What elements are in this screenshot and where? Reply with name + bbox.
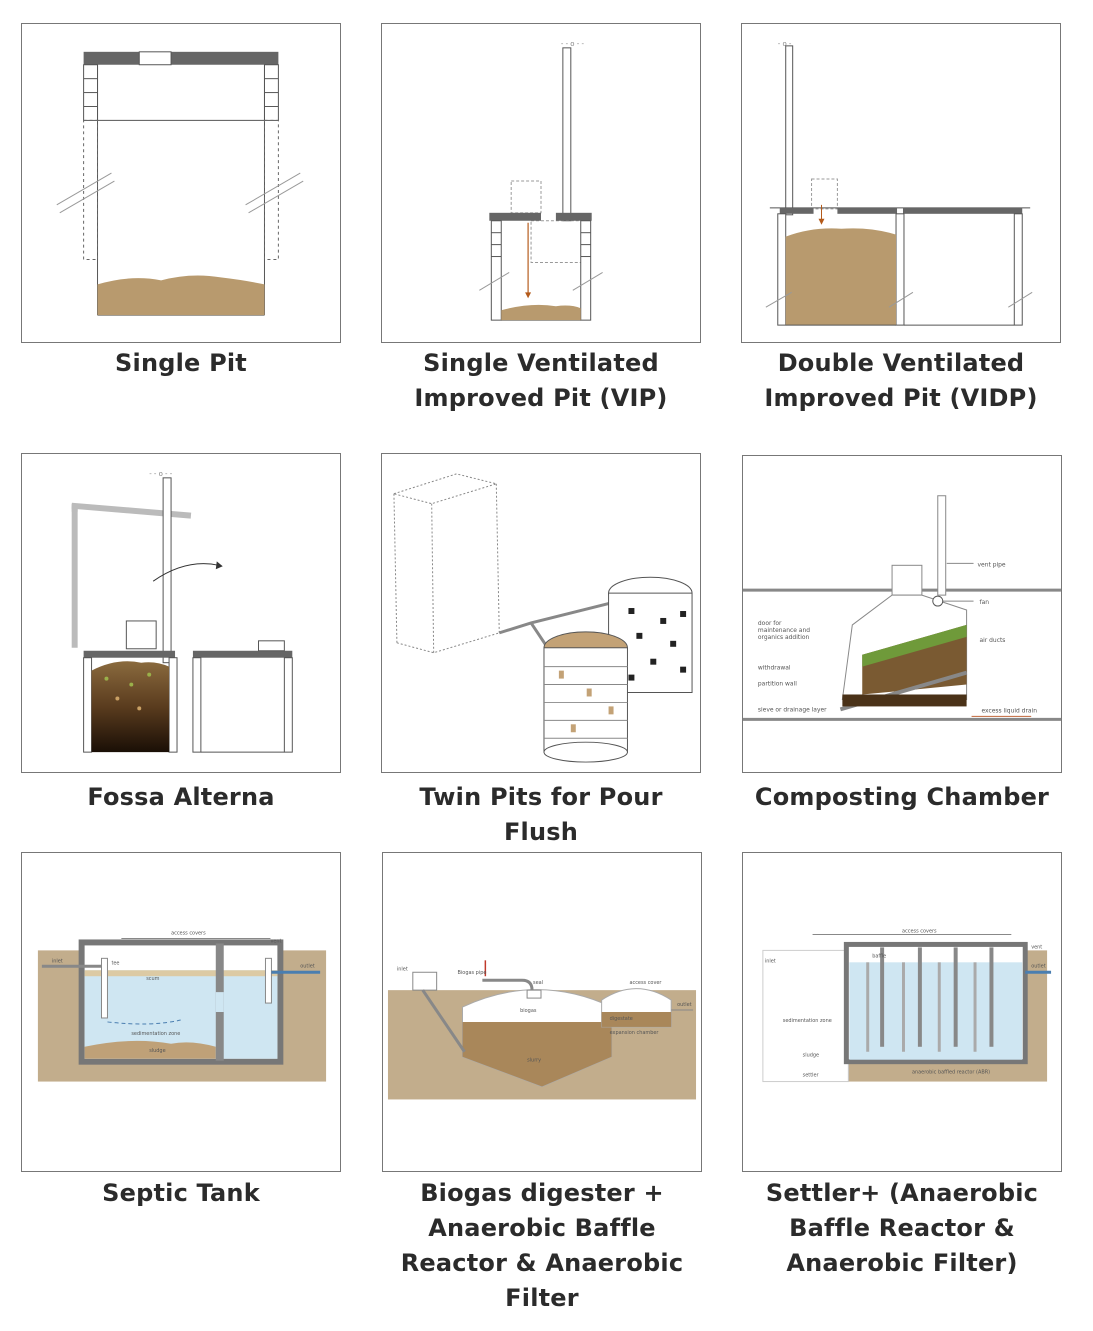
label-vent: vent [1031,944,1042,950]
label-settler: settler [803,1073,820,1079]
caption-settler-line-3: Anaerobic Filter) [786,1249,1018,1277]
label-access-covers: access covers [171,930,206,936]
label-tee: tee [111,960,119,966]
biogas-diagram: inlet Biogas pipe seal biogas access cov… [382,852,702,1172]
vidp-diagram: - o - [741,23,1061,343]
label-sedimentation: sedimentation zone [783,1018,832,1024]
svg-text:- - o - -: - - o - - [561,40,585,48]
label-digestate: digestate [610,1016,633,1022]
label-biogas-pipe: Biogas pipe [458,970,487,976]
label-inlet: inlet [765,958,776,964]
caption-settler-line-1: Settler+ (Anaerobic [765,1179,1039,1207]
single-pit-diagram [21,23,341,343]
label-inlet: inlet [52,958,63,964]
twin-pits-diagram [381,453,701,773]
septic-illustration: access covers inlet tee scum sedimentati… [37,930,327,1082]
label-fan: fan [980,599,990,606]
label-access-covers: access covers [902,929,937,935]
label-scum: scum [146,976,159,982]
caption-biogas-line-3: Reactor & Anaerobic [400,1249,684,1277]
caption-single-pit: Single Pit [115,349,247,377]
label-withdrawal: withdrawal [758,665,791,672]
caption-vidp-line-2: Improved Pit (VIDP) [764,384,1038,412]
composting-diagram: vent pipe fan door for maintenance and o… [742,455,1062,773]
caption-vip-line-1: Single Ventilated [423,349,659,377]
vip-illustration: - - o - - [479,40,603,321]
label-vent: vent [270,938,281,944]
single-pit-illustration [56,51,304,316]
label-baffle: baffle [872,953,886,959]
label-seal: seal [533,980,543,986]
label-access-cover: access cover [629,980,662,986]
label-inlet: inlet [397,966,408,972]
label-outlet: outlet [677,1002,692,1008]
caption-vidp-line-1: Double Ventilated [777,349,1025,377]
settler-illustration: access covers inlet baffle vent outlet s… [762,929,1052,1083]
vidp-illustration: - o - [765,40,1033,326]
caption-vip-line-2: Improved Pit (VIP) [414,384,668,412]
label-door-1: door for [758,620,782,627]
label-expansion: expansion chamber [610,1030,660,1036]
label-outlet: outlet [300,963,315,969]
label-sludge: sludge [803,1053,819,1059]
fossa-illustration: - - o - - [71,470,293,753]
septic-diagram: access covers inlet tee scum sedimentati… [21,852,341,1172]
caption-biogas-line-4: Filter [505,1284,579,1312]
caption-twin: Twin Pits for Pour Flush [419,783,663,846]
biogas-illustration: inlet Biogas pipe seal biogas access cov… [387,960,697,1100]
settler-diagram: access covers inlet baffle vent outlet s… [742,852,1062,1172]
caption-settler-line-2: Baffle Reactor & [789,1214,1015,1242]
svg-text:- o -: - o - [778,40,792,48]
label-excess: excess liquid drain [981,707,1037,714]
label-outlet: outlet [1031,963,1046,969]
caption-composting: Composting Chamber [754,783,1050,811]
label-vent-pipe: vent pipe [978,561,1006,568]
label-sludge: sludge [149,1048,165,1054]
label-partition: partition wall [758,681,797,688]
fossa-diagram: - - o - - [21,453,341,773]
twin-pits-illustration [392,473,693,763]
label-abr: anaerobic baffled reactor (ABR) [912,1070,990,1076]
caption-fossa: Fossa Alterna [87,783,275,811]
label-biogas: biogas [520,1008,537,1014]
label-sieve: sieve or drainage layer [758,706,827,713]
svg-text:- - o - -: - - o - - [149,470,173,478]
caption-biogas-line-1: Biogas digester + [420,1179,664,1207]
caption-septic: Septic Tank [102,1179,260,1207]
label-door-2: maintenance and [758,627,810,634]
composting-illustration: vent pipe fan door for maintenance and o… [743,495,1061,721]
vip-diagram: - - o - - [381,23,701,343]
label-sedimentation: sedimentation zone [131,1031,180,1037]
label-slurry: slurry [527,1058,541,1064]
caption-biogas-line-2: Anaerobic Baffle [428,1214,656,1242]
label-air-ducts: air ducts [980,637,1006,644]
label-door-3: organics addition [758,634,810,641]
